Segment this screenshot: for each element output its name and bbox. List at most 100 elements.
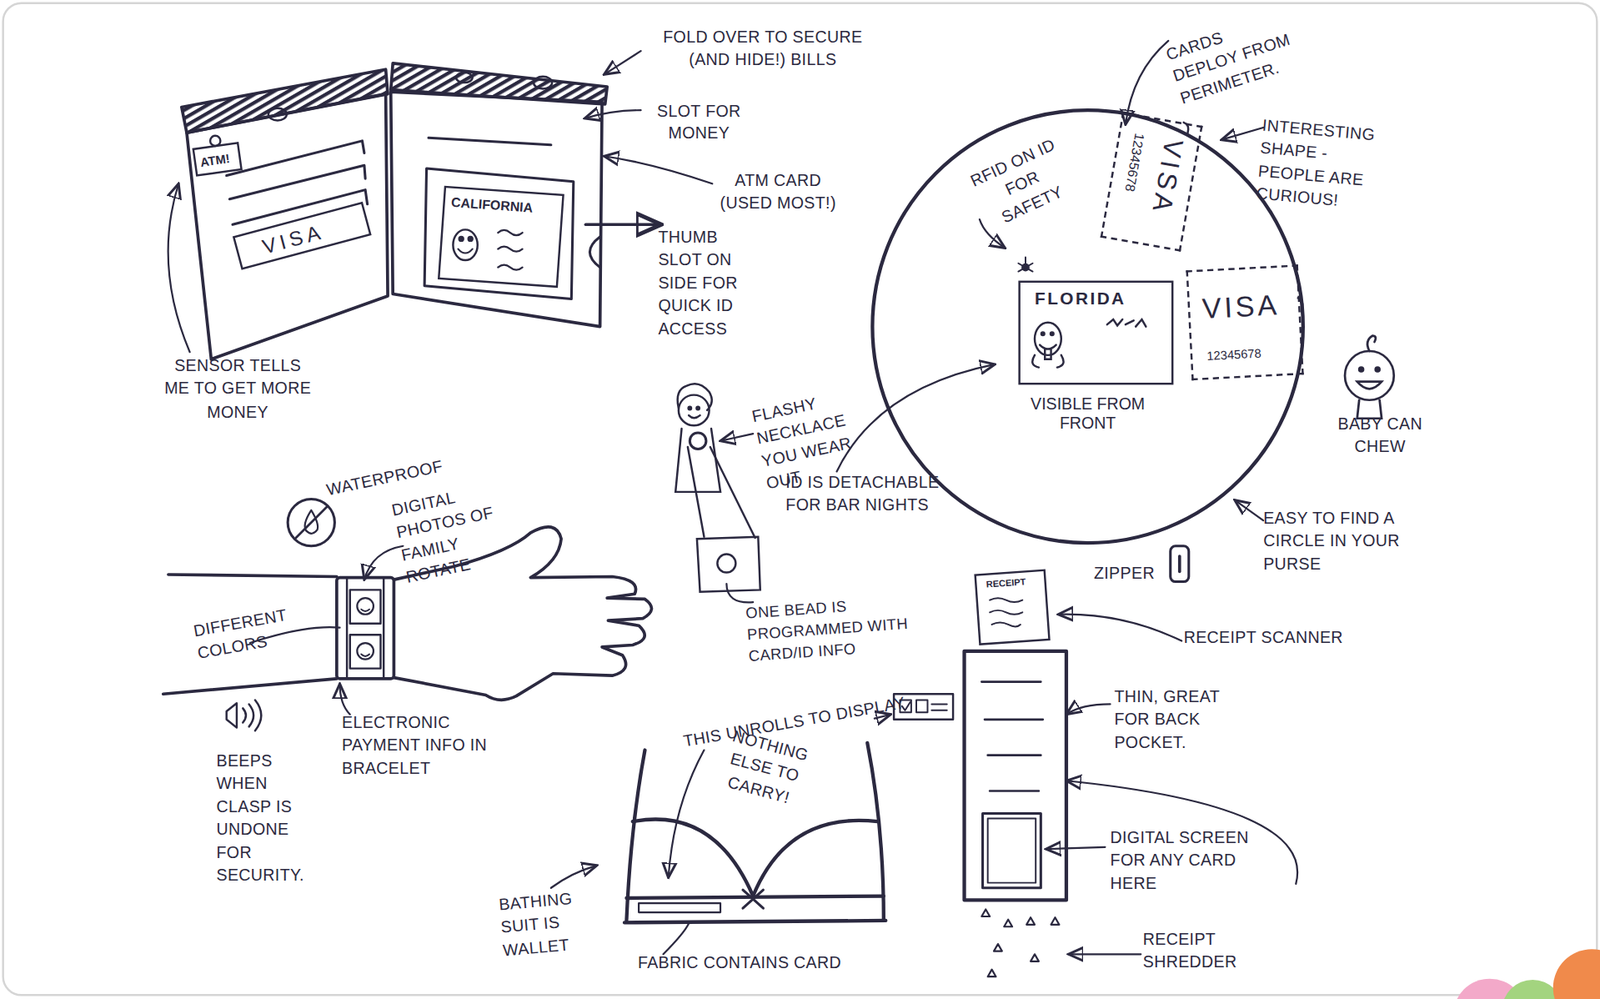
card-text: VISA bbox=[1140, 136, 1190, 243]
baby-figure bbox=[1375, 367, 1380, 372]
leader-line bbox=[364, 546, 404, 580]
necklace-figure bbox=[697, 536, 761, 592]
callout-note: FOLD OVER TO SECURE (AND HIDE!) BILLS bbox=[642, 26, 883, 73]
thin-wallet bbox=[981, 682, 1043, 792]
circle-wallet-details bbox=[1018, 256, 1033, 271]
bracelet-arm bbox=[361, 609, 370, 657]
bifold-wallet bbox=[497, 230, 522, 236]
page-frame bbox=[1553, 948, 1600, 999]
leader-line bbox=[663, 923, 690, 955]
thin-wallet bbox=[983, 812, 1042, 888]
card-text: FLORIDA bbox=[1034, 288, 1162, 310]
circle-wallet-details bbox=[1034, 322, 1062, 356]
bracelet-arm bbox=[242, 700, 261, 732]
circle-wallet-details bbox=[1050, 331, 1054, 336]
callout-note: EASY TO FIND A CIRCLE IN YOUR PURSE bbox=[1263, 506, 1447, 576]
bifold-wallet bbox=[459, 237, 463, 241]
bifold-wallet bbox=[533, 76, 552, 90]
necklace-figure bbox=[687, 446, 756, 538]
bathing-suit bbox=[931, 703, 947, 710]
bracelet-arm bbox=[226, 702, 237, 728]
leader-line bbox=[551, 865, 597, 888]
card-text: VISA bbox=[1201, 286, 1300, 327]
callout-note: INTERESTING SHAPE - PEOPLE ARE CURIOUS! bbox=[1255, 114, 1396, 217]
leader-line bbox=[340, 683, 351, 715]
leader-line bbox=[1234, 500, 1264, 521]
bifold-wallet bbox=[497, 246, 522, 252]
bifold-wallet bbox=[497, 265, 522, 271]
circle-wallet-details bbox=[1032, 355, 1064, 368]
bifold-wallet bbox=[210, 135, 221, 146]
bracelet-arm bbox=[350, 589, 382, 623]
bathing-suit bbox=[752, 820, 878, 897]
callout-note: ID IS DETACHABLE FOR BAR NIGHTS bbox=[785, 471, 944, 517]
bathing-suit bbox=[624, 920, 886, 923]
id-card: CALIFORNIA bbox=[437, 185, 565, 288]
callout-note: THUMB SLOT ON SIDE FOR QUICK ID ACCESS bbox=[657, 226, 760, 342]
necklace-figure bbox=[677, 383, 713, 411]
card-text: CALIFORNIA bbox=[451, 194, 562, 218]
callout-note: ATM CARD (USED MOST!) bbox=[714, 169, 843, 216]
callout-note: SLOT FOR MONEY bbox=[642, 100, 756, 146]
baby-figure bbox=[1367, 336, 1376, 352]
necklace-figure bbox=[696, 406, 699, 410]
bracelet-arm bbox=[305, 510, 318, 534]
necklace-figure bbox=[689, 432, 707, 450]
visa-card: VISA12345678 bbox=[1100, 111, 1204, 252]
leader-line bbox=[1125, 40, 1169, 125]
thin-wallet bbox=[989, 597, 1023, 627]
bifold-wallet bbox=[428, 137, 552, 146]
leader-line bbox=[1066, 703, 1111, 714]
leader-line bbox=[1068, 952, 1141, 955]
bifold-wallet bbox=[468, 237, 472, 241]
leader-line bbox=[168, 183, 191, 352]
thin-wallet bbox=[981, 908, 1059, 977]
leader-line bbox=[1058, 614, 1182, 642]
necklace-figure bbox=[688, 406, 692, 410]
bracelet-arm bbox=[287, 498, 335, 546]
callout-note: SENSOR TELLS ME TO GET MORE MONEY bbox=[160, 355, 315, 424]
baby-figure bbox=[1357, 381, 1382, 390]
bathing-suit bbox=[867, 742, 884, 921]
circle-wallet-details bbox=[1183, 122, 1189, 133]
baby-figure bbox=[1344, 336, 1395, 419]
bracelet-arm bbox=[346, 577, 384, 679]
bifold-wallet bbox=[391, 91, 602, 327]
bifold-wallet bbox=[452, 229, 477, 261]
baby-figure bbox=[1359, 367, 1364, 372]
callout-note: ELECTRONIC PAYMENT INFO IN BRACELET bbox=[341, 711, 501, 780]
bathing-suit bbox=[632, 819, 753, 897]
callout-note: FABRIC CONTAINS CARD bbox=[637, 952, 903, 975]
page-frame bbox=[3, 3, 1600, 999]
bifold-wallet bbox=[186, 94, 388, 360]
callout-note: ZIPPER bbox=[1093, 561, 1176, 585]
leader-line bbox=[168, 40, 1299, 954]
bifold-wallet bbox=[589, 236, 600, 268]
visa-card: VISA12345678 bbox=[1185, 264, 1304, 381]
callout-note: BABY CAN CHEW bbox=[1321, 413, 1440, 460]
bracelet-arm bbox=[163, 678, 337, 694]
circle-wallet-details bbox=[1170, 546, 1189, 582]
leader-line bbox=[604, 50, 642, 75]
card-text: VISIBLE FROM FRONT bbox=[1016, 393, 1159, 433]
bifold-wallet bbox=[268, 108, 287, 121]
bifold-wallet bbox=[424, 168, 574, 300]
necklace-figure bbox=[678, 395, 710, 427]
callout-note: RECEIPT SHREDDER bbox=[1143, 928, 1276, 975]
thin-wallet bbox=[964, 651, 1067, 901]
page-frame bbox=[3, 3, 1598, 996]
bifold-wallet bbox=[181, 63, 607, 360]
thin-wallet bbox=[988, 818, 1037, 883]
bracelet-arm bbox=[336, 577, 395, 679]
leader-line bbox=[1045, 847, 1105, 849]
callout-note: RECEIPT SCANNER bbox=[1183, 626, 1409, 649]
bathing-suit bbox=[638, 902, 721, 913]
callout-note: BEEPS WHEN CLASP IS UNDONE FOR SECURITY. bbox=[215, 750, 313, 888]
bifold-wallet bbox=[232, 190, 368, 226]
baby-figure bbox=[1344, 351, 1395, 401]
leader-line bbox=[584, 110, 641, 119]
bathing-suit bbox=[742, 889, 763, 908]
thin-wallet bbox=[964, 597, 1067, 977]
id-card: FLORIDA bbox=[1018, 280, 1174, 386]
